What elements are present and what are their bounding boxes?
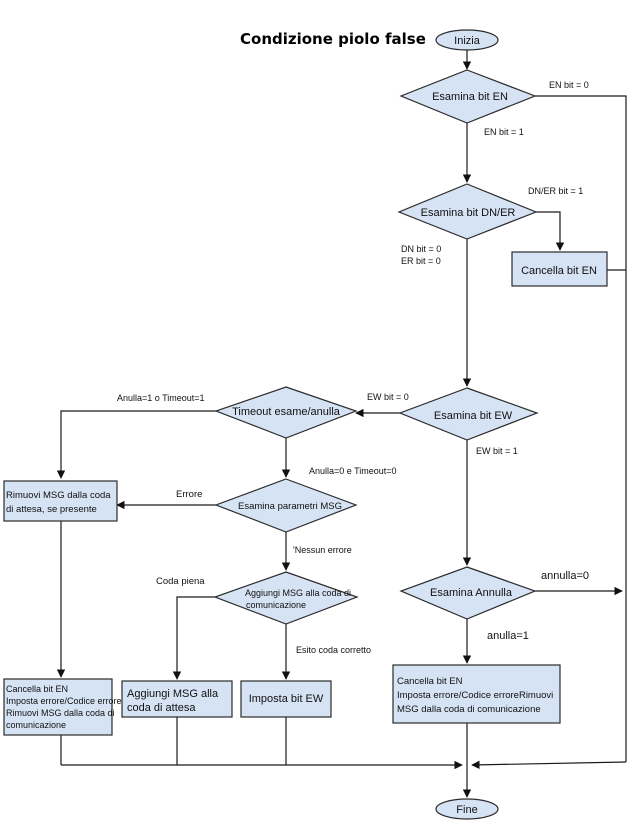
label-er-0: ER bit = 0 <box>401 256 441 266</box>
add-wait-label-1: Aggiungi MSG alla <box>127 688 219 700</box>
set-ew-label: Imposta bit EW <box>249 693 324 705</box>
start-label: Inizia <box>454 35 481 47</box>
diagram-title: Condizione piolo false <box>240 30 426 48</box>
decision-add-comm-queue: Aggiungi MSG alla coda di comunicazione <box>213 571 359 625</box>
decision-timeout: Timeout esame/anulla <box>214 386 358 439</box>
end-label: Fine <box>456 804 477 816</box>
label-cancel-or-timeout: Anulla=1 o Timeout=1 <box>117 393 205 403</box>
edge-queue-full <box>172 596 215 680</box>
decision-check-params: Esamina parametri MSG <box>214 478 358 533</box>
end-terminator: Fine <box>435 798 499 820</box>
error-box-line-1: Cancella bit EN <box>6 684 68 694</box>
label-en-0: EN bit = 0 <box>549 80 589 90</box>
error-box-line-4: comunicazione <box>6 720 66 730</box>
edge-labels: EN bit = 0 EN bit = 1 DN/ER bit = 1 DN b… <box>117 80 589 655</box>
remove-wait-label-2: di attesa, se presente <box>6 504 97 515</box>
process-remove-from-wait: Rimuovi MSG dalla coda di attesa, se pre… <box>3 480 118 522</box>
check-params-label: Esamina parametri MSG <box>238 501 342 512</box>
add-wait-label-2: coda di attesa <box>127 702 196 714</box>
decision-check-dn-er: Esamina bit DN/ER <box>397 183 538 240</box>
check-cancel-label: Esamina Annulla <box>430 587 513 599</box>
label-ew-0: EW bit = 0 <box>367 392 409 402</box>
label-dn-er-1: DN/ER bit = 1 <box>528 186 583 196</box>
start-terminator: Inizia <box>435 29 499 51</box>
process-cancel-box: Cancella bit EN Imposta errore/Codice er… <box>392 664 561 724</box>
edge-dn-er-1 <box>536 211 565 251</box>
label-cancel-1: anulla=1 <box>487 630 529 642</box>
process-clear-en: Cancella bit EN <box>511 251 608 287</box>
edge-en-0-merge <box>471 760 627 770</box>
decision-check-cancel: Esamina Annulla <box>399 566 537 620</box>
label-error: Errore <box>176 489 202 500</box>
timeout-label: Timeout esame/anulla <box>232 406 341 418</box>
error-box-line-3: Rimuovi MSG dalla coda di <box>6 708 115 718</box>
add-comm-label-1: Aggiungi MSG alla coda di <box>245 588 351 598</box>
cancel-box-line-1: Cancella bit EN <box>397 676 463 687</box>
clear-en-label: Cancella bit EN <box>521 265 597 277</box>
decision-check-ew: Esamina bit EW <box>398 387 539 441</box>
label-queue-full: Coda piena <box>156 576 205 587</box>
label-dn-0: DN bit = 0 <box>401 244 441 254</box>
error-box-line-2: Imposta errore/Codice errore <box>6 696 122 706</box>
remove-wait-label-1: Rimuovi MSG dalla coda <box>6 490 111 501</box>
cancel-box-line-3: MSG dalla coda di comunicazione <box>397 704 541 715</box>
process-add-wait-queue: Aggiungi MSG alla coda di attesa <box>121 680 233 718</box>
check-dn-er-label: Esamina bit DN/ER <box>421 207 516 219</box>
cancel-box-line-2: Imposta errore/Codice erroreRimuovi <box>397 690 553 701</box>
label-ew-1: EW bit = 1 <box>476 446 518 456</box>
add-comm-label-2: comunicazione <box>246 600 306 610</box>
decision-check-en: Esamina bit EN <box>399 69 537 124</box>
label-en-1: EN bit = 1 <box>484 127 524 137</box>
label-cancel-0: annulla=0 <box>541 570 589 582</box>
label-no-cancel-timeout: Anulla=0 e Timeout=0 <box>309 466 397 476</box>
check-en-label: Esamina bit EN <box>432 91 508 103</box>
label-queue-ok: Esito coda corretto <box>296 645 371 655</box>
edge-en-0 <box>535 95 627 762</box>
connectors <box>56 50 627 798</box>
process-set-ew: Imposta bit EW <box>240 680 332 718</box>
edge-timeout-1 <box>56 410 216 479</box>
label-no-error: 'Nessun errore <box>293 545 352 555</box>
check-ew-label: Esamina bit EW <box>434 410 513 422</box>
process-error-box: Cancella bit EN Imposta errore/Codice er… <box>3 678 122 736</box>
